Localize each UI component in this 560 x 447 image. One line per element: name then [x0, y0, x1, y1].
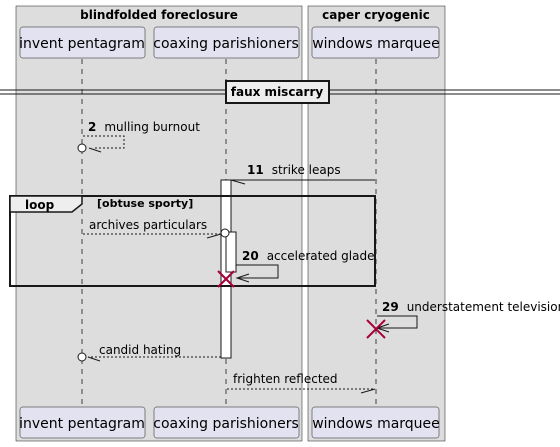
participant-label: windows marquee	[312, 416, 440, 432]
message-text: strike leaps	[272, 163, 341, 177]
participant-label: windows marquee	[312, 36, 440, 52]
message-label: 20 accelerated glade	[242, 247, 374, 264]
participant-coaxing-parishioners-top[interactable]: coaxing parishioners	[153, 26, 300, 59]
box-title-right: caper cryogenic	[322, 8, 430, 22]
message-candid-hating: candid hating	[77, 343, 221, 362]
participant-coaxing-parishioners-bottom[interactable]: coaxing parishioners	[153, 406, 300, 439]
divider-faux-miscarry: faux miscarry	[0, 80, 560, 104]
message-understatement-television: 29 understatement television	[366, 298, 560, 339]
participant-invent-pentagram-top[interactable]: invent pentagram	[19, 26, 146, 59]
message-archives-particulars: archives particulars	[83, 218, 230, 239]
message-accelerated-glade: 20 accelerated glade	[217, 247, 374, 288]
message-text: archives particulars	[89, 218, 207, 232]
participant-label: invent pentagram	[19, 36, 145, 52]
message-number: 11	[247, 163, 264, 177]
participant-invent-pentagram-bottom[interactable]: invent pentagram	[19, 406, 146, 439]
participant-label: invent pentagram	[19, 416, 145, 432]
message-text: frighten reflected	[233, 372, 338, 386]
message-text: candid hating	[99, 343, 181, 357]
loop-fragment: loop [obtuse sporty]	[9, 195, 376, 287]
message-number: 20	[242, 249, 259, 263]
loop-keyword: loop	[25, 198, 55, 212]
participant-label: coaxing parishioners	[153, 36, 299, 52]
message-number: 29	[382, 300, 399, 314]
loop-condition: [obtuse sporty]	[97, 197, 193, 210]
participant-windows-marquee-bottom[interactable]: windows marquee	[311, 406, 440, 439]
destroy-icon	[217, 270, 235, 288]
box-blindfolded-foreclosure: blindfolded foreclosure	[15, 5, 303, 442]
message-strike-leaps: 11 strike leaps	[230, 161, 375, 185]
message-number: 2	[88, 120, 96, 134]
box-caper-cryogenic: caper cryogenic	[307, 5, 446, 442]
message-label: 11 strike leaps	[247, 161, 341, 178]
divider-label: faux miscarry	[231, 85, 324, 99]
message-label: 2 mulling burnout	[88, 118, 200, 135]
message-label: 29 understatement television	[382, 298, 560, 315]
participant-windows-marquee-top[interactable]: windows marquee	[311, 26, 440, 59]
message-frighten-reflected: frighten reflected	[227, 372, 376, 394]
activation-bar-nested	[225, 231, 237, 273]
message-text: understatement television	[407, 300, 560, 314]
participant-label: coaxing parishioners	[153, 416, 299, 432]
box-title-left: blindfolded foreclosure	[80, 8, 238, 22]
message-mulling-burnout: 2 mulling burnout	[77, 118, 200, 153]
message-text: mulling burnout	[104, 120, 200, 134]
destroy-icon	[366, 319, 386, 339]
message-text: accelerated glade	[267, 249, 375, 263]
